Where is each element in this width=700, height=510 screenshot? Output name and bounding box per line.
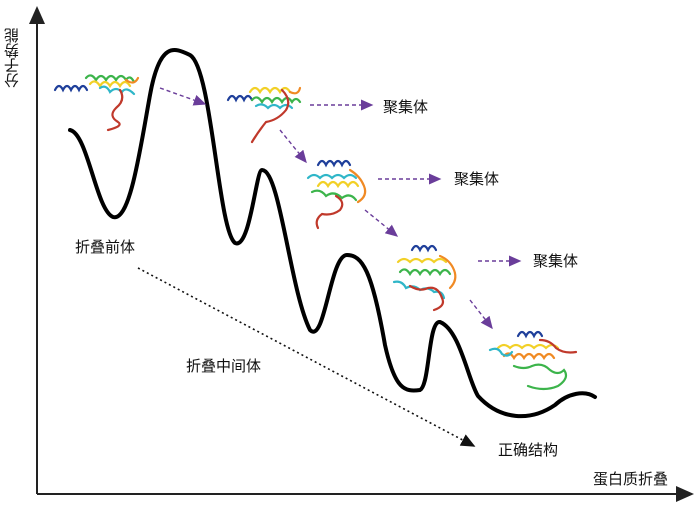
folding-pathway-arrow	[137, 267, 476, 447]
protein-structure-precursor	[53, 74, 140, 132]
transition-arrow-1	[159, 87, 207, 106]
transition-arrow-4	[469, 299, 493, 330]
transition-arrow-3	[364, 209, 399, 237]
y-axis-label: 分子势能	[3, 28, 21, 88]
label-aggregate-2: 聚集体	[454, 170, 500, 188]
protein-structure-state-3	[392, 244, 457, 312]
energy-curve	[68, 48, 597, 419]
protein-structure-native	[488, 330, 578, 391]
protein-structure-state-1	[226, 86, 302, 144]
label-native-structure: 正确结构	[498, 441, 559, 459]
label-folding-intermediate: 折叠中间体	[186, 357, 262, 375]
label-aggregate-3: 聚集体	[533, 252, 579, 270]
transition-arrow-2	[279, 129, 307, 164]
x-axis-label: 蛋白质折叠	[593, 470, 669, 488]
label-aggregate-1: 聚集体	[383, 98, 429, 116]
protein-structure-state-2	[306, 159, 367, 230]
label-folding-precursor: 折叠前体	[75, 238, 136, 256]
